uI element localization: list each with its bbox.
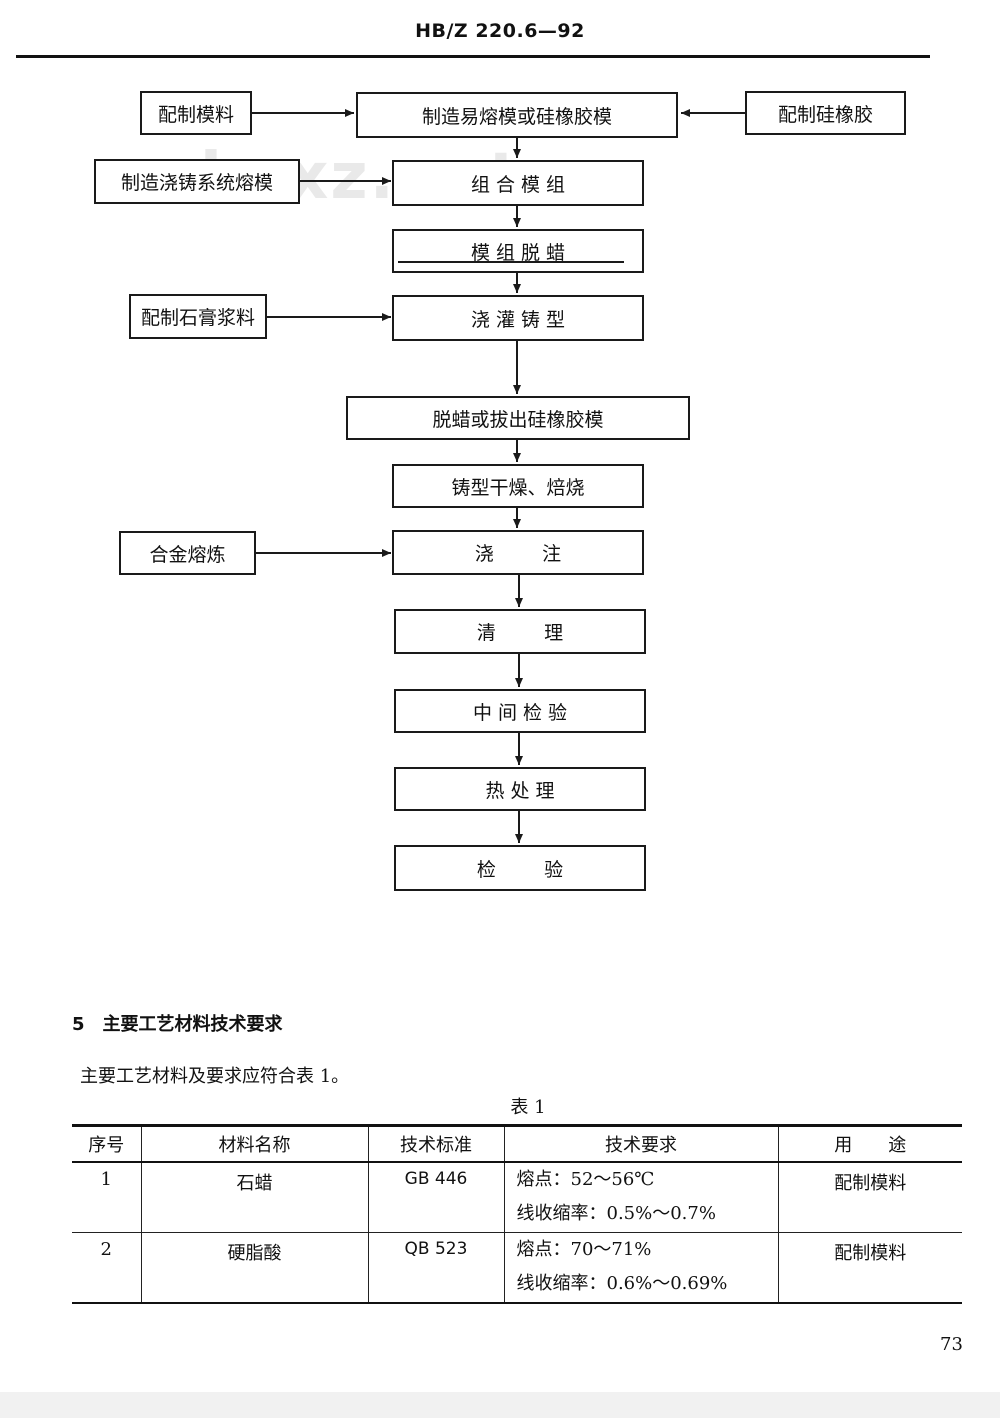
flow-step-label: 检 验 — [476, 858, 564, 881]
flow-step-final-inspection: 检 验 — [394, 845, 646, 891]
table-header-row: 序号 材料名称 技术标准 技术要求 用 途 — [72, 1124, 962, 1163]
flow-step-dry-bake: 铸型干燥、焙烧 — [392, 464, 644, 508]
flow-step-dewax-cluster: 模 组 脱 蜡 — [392, 229, 644, 273]
header-rule — [16, 55, 930, 58]
cell-standard: GB 446 — [367, 1162, 505, 1233]
flow-input-gating-system: 制造浇铸系统熔模 — [94, 159, 300, 204]
col-header-use: 用 途 — [777, 1124, 962, 1163]
flow-input-silicone: 配制硅橡胶 — [745, 91, 906, 135]
cell-number: 1 — [72, 1162, 142, 1233]
flow-input-plaster-slurry: 配制石膏浆料 — [129, 294, 267, 339]
page-bottom-band — [0, 1392, 1000, 1418]
flow-step-label: 制造易熔模或硅橡胶模 — [421, 105, 612, 128]
flow-step-label: 浇 注 — [474, 543, 562, 565]
page-number: 73 — [940, 1334, 963, 1355]
table-row: 2 硬脂酸 QB 523 熔点：70～71% 线收缩率：0.6%～0.69% 配… — [72, 1232, 962, 1304]
cell-use: 配制模料 — [777, 1162, 962, 1233]
section-number: 5 — [72, 1014, 85, 1035]
cell-requirements: 熔点：70～71% 线收缩率：0.6%～0.69% — [503, 1232, 779, 1304]
flow-input-alloy-melting: 合金熔炼 — [119, 531, 256, 575]
flow-step-label: 热 处 理 — [485, 779, 555, 802]
col-header-number: 序号 — [72, 1124, 142, 1163]
materials-table: 序号 材料名称 技术标准 技术要求 用 途 1 石蜡 GB 446 熔点：52～… — [72, 1124, 962, 1304]
requirement-line: 线收缩率：0.5%～0.7% — [516, 1203, 716, 1224]
section-heading: 5 主要工艺材料技术要求 — [72, 1010, 283, 1036]
flow-step-dewax-or-remove: 脱蜡或拔出硅橡胶模 — [346, 396, 690, 440]
col-header-material: 材料名称 — [140, 1124, 369, 1163]
cell-use: 配制模料 — [777, 1232, 962, 1304]
flow-step-intermediate-inspection: 中 间 检 验 — [394, 689, 646, 733]
cell-number: 2 — [72, 1232, 142, 1304]
table-row: 1 石蜡 GB 446 熔点：52～56℃ 线收缩率：0.5%～0.7% 配制模… — [72, 1162, 962, 1233]
flow-step-label: 铸型干燥、焙烧 — [451, 476, 585, 499]
flow-input-label: 配制硅橡胶 — [777, 103, 873, 126]
flow-step-assemble-cluster: 组 合 模 组 — [392, 160, 644, 206]
flow-input-label: 制造浇铸系统熔模 — [120, 172, 273, 194]
col-header-requirements: 技术要求 — [503, 1124, 779, 1163]
flow-step-label: 浇 灌 铸 型 — [470, 308, 566, 331]
flow-step-pour-mold: 浇 灌 铸 型 — [392, 295, 644, 341]
document-code: HB/Z 220.6—92 — [415, 20, 585, 42]
flow-step-make-pattern: 制造易熔模或硅橡胶模 — [356, 92, 678, 138]
cell-requirements: 熔点：52～56℃ 线收缩率：0.5%～0.7% — [503, 1162, 779, 1233]
section-intro: 主要工艺材料及要求应符合表 1。 — [80, 1066, 350, 1087]
flowchart-connectors — [252, 109, 745, 843]
flow-step-cleaning: 清 理 — [394, 609, 646, 654]
flow-step-label: 组 合 模 组 — [470, 173, 566, 196]
requirement-line: 熔点：70～71% — [516, 1239, 652, 1260]
flow-step-label: 模 组 脱 蜡 — [470, 241, 566, 264]
flow-step-label: 脱蜡或拔出硅橡胶模 — [432, 408, 604, 431]
flow-step-heat-treatment: 热 处 理 — [394, 767, 646, 811]
flow-step-label: 中 间 检 验 — [472, 701, 568, 724]
flow-input-label: 合金熔炼 — [149, 543, 226, 566]
requirement-line: 熔点：52～56℃ — [516, 1169, 655, 1190]
flow-step-casting: 浇 注 — [392, 530, 644, 575]
flow-input-label: 配制石膏浆料 — [140, 307, 255, 329]
cell-material: 硬脂酸 — [140, 1232, 369, 1304]
cell-material: 石蜡 — [140, 1162, 369, 1233]
col-header-standard: 技术标准 — [367, 1124, 505, 1163]
requirement-line: 线收缩率：0.6%～0.69% — [516, 1273, 728, 1294]
section-title: 主要工艺材料技术要求 — [102, 1014, 283, 1035]
table-caption: 表 1 — [510, 1097, 546, 1118]
flow-step-label: 清 理 — [476, 622, 564, 644]
cell-standard: QB 523 — [367, 1232, 505, 1304]
flow-input-mold-material: 配制模料 — [140, 91, 252, 135]
flow-input-label: 配制模料 — [157, 103, 234, 126]
